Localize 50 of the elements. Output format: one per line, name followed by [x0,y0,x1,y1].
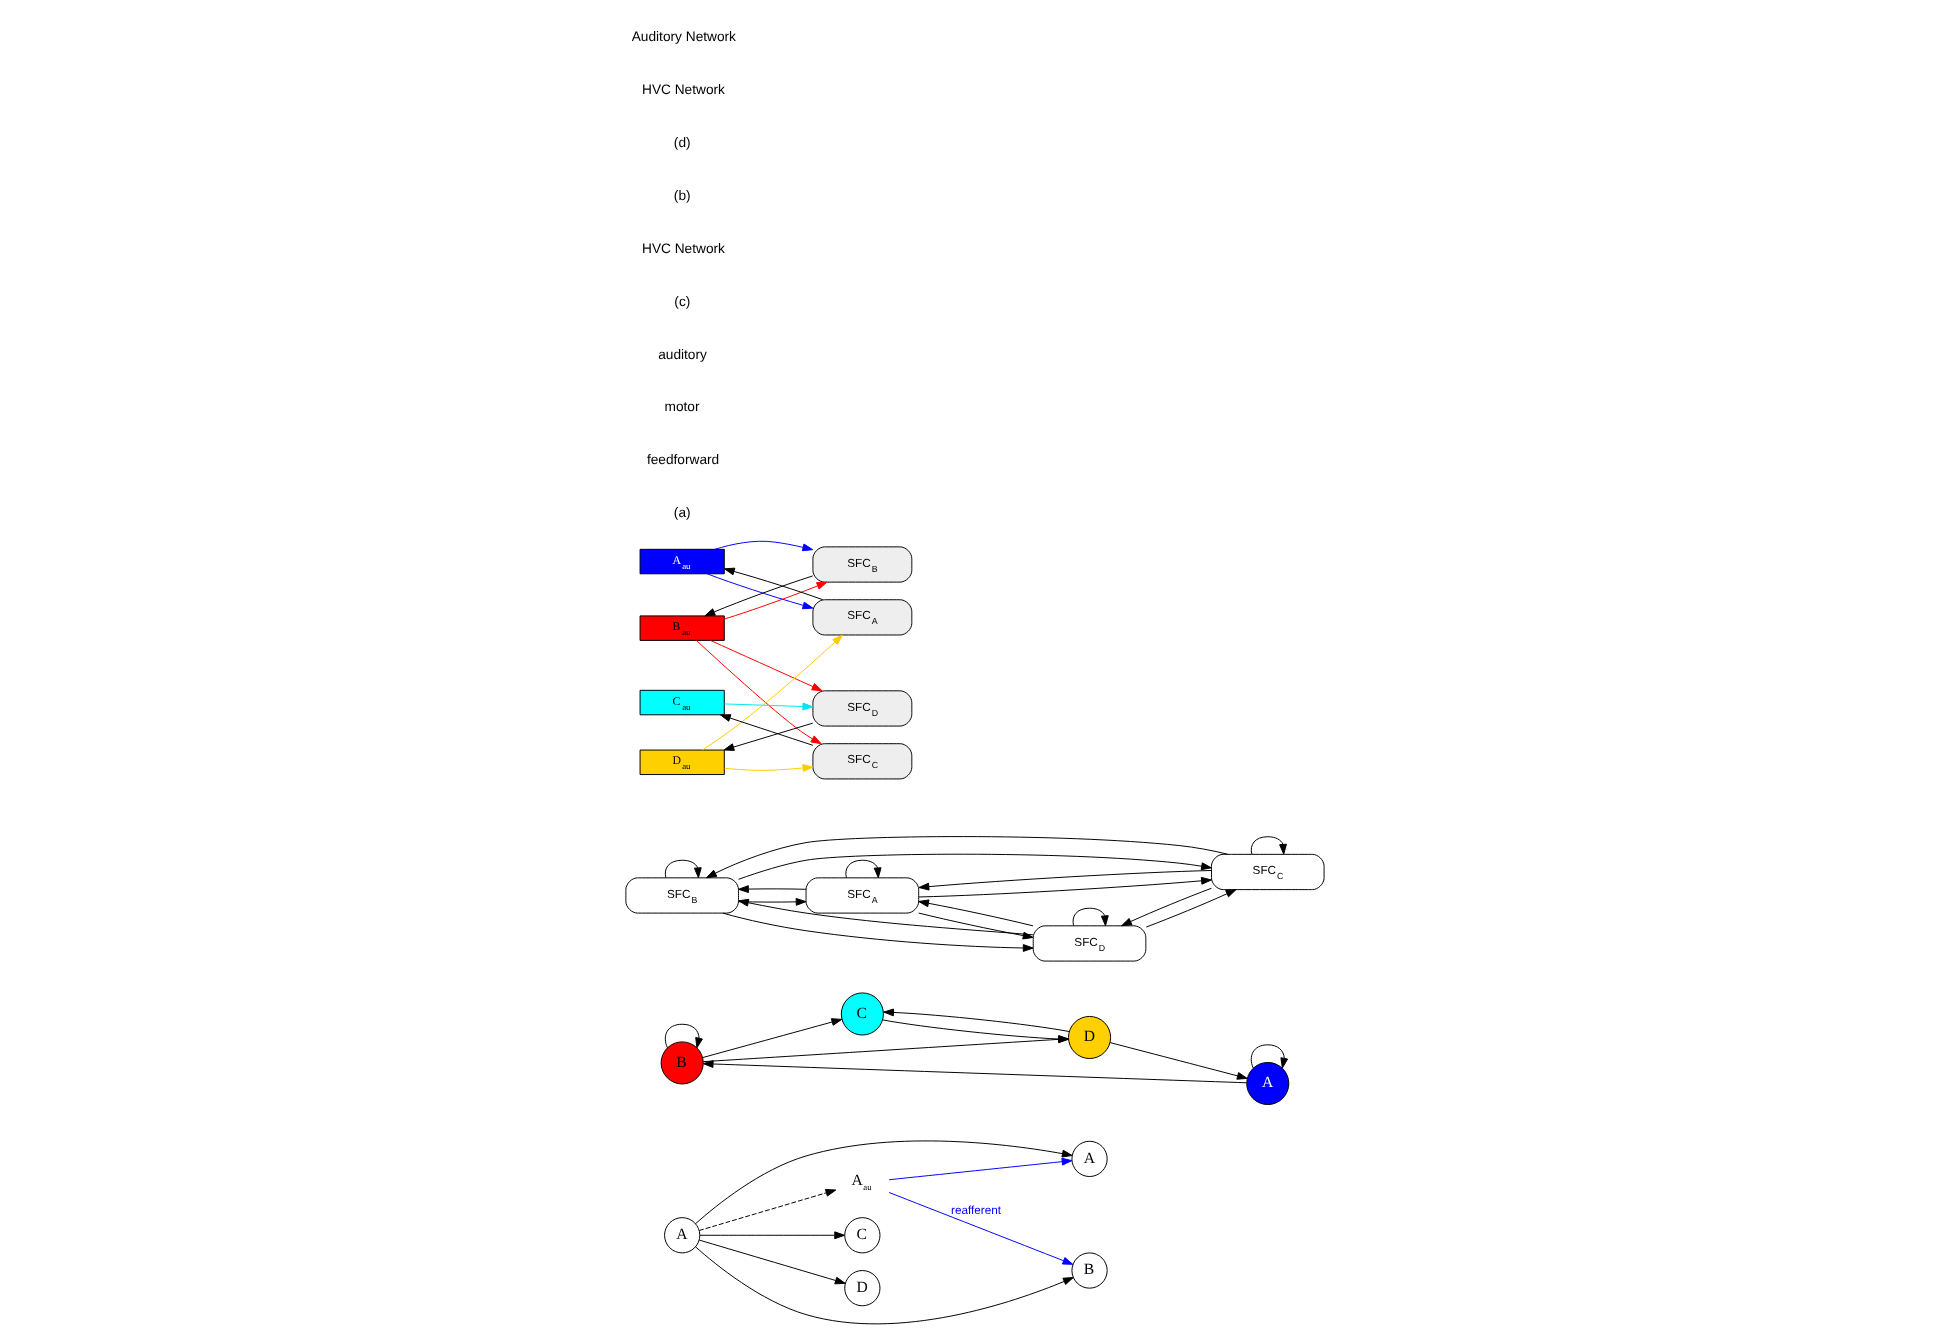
arrow [1121,887,1212,927]
arrow [695,640,822,745]
node-circle: C [844,1217,881,1254]
arrow [738,885,807,893]
arrow [1109,1042,1248,1080]
arrow [707,573,814,610]
arrow [706,836,1229,879]
arrow [883,1008,1070,1032]
arrow [1250,836,1287,855]
node-circle: C [840,992,884,1036]
arrow [720,714,814,746]
node-circle: B [1071,1252,1108,1289]
arrow [888,1192,1074,1265]
node-circle: A [1071,1140,1108,1177]
arrow [738,853,1212,880]
arrow [888,1157,1073,1181]
node-circle: D [844,1270,881,1307]
arrow [695,1246,1074,1325]
arrow [701,634,843,751]
arrow [918,870,1212,891]
arrow [724,581,828,620]
arrow [698,1189,837,1231]
arrow [698,1239,846,1285]
arrow [695,1140,1073,1225]
arrow [723,722,814,751]
arrow [710,640,823,692]
arrow [699,1231,845,1240]
node-circle: D [1068,1015,1112,1059]
arrow [1250,1044,1289,1069]
arrow [702,1060,1247,1084]
arrow [722,912,1034,952]
arrow [918,876,1212,898]
arrow [918,912,1034,940]
arrow [664,859,702,879]
arrow [1072,907,1109,927]
arrow [845,859,882,879]
arrow [1145,889,1237,928]
node-circle: B [660,1041,704,1085]
arrow [918,899,1034,927]
node-circle: A [1246,1061,1290,1106]
arrow [738,897,807,906]
arrow [704,575,814,617]
arrow [664,1023,703,1049]
arrow [724,702,814,711]
arrow [702,1018,843,1059]
node-circle: A [664,1217,701,1254]
arrow [714,540,814,552]
arrow [724,567,824,601]
arrow [724,764,814,772]
arrow [738,898,1034,936]
